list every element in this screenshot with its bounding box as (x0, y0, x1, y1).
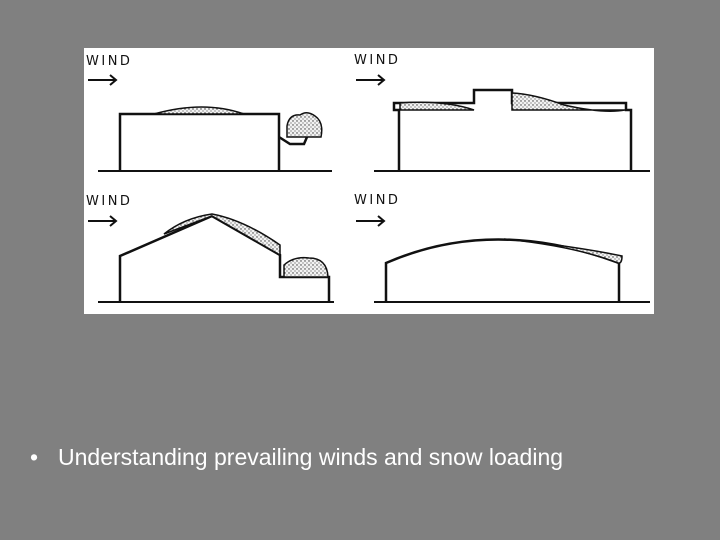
wind-label: WIND (86, 194, 132, 209)
snow-drift (511, 92, 626, 112)
bullet-marker: • (30, 444, 39, 470)
wind-arrow-icon (88, 74, 118, 86)
snow-drift (399, 101, 475, 111)
wind-snow-diagram: WIND WIND W (84, 48, 654, 314)
panel-3: WIND (86, 194, 334, 303)
wind-arrow-icon (88, 215, 118, 227)
snow-drift (283, 256, 329, 278)
bullet-text: Understanding prevailing winds and snow … (58, 444, 564, 470)
snow-drift (153, 106, 245, 115)
panel-1: WIND (86, 54, 332, 172)
panel-2: WIND (354, 53, 650, 172)
wind-arrow-icon (356, 74, 386, 86)
bullet-item: • Understanding prevailing winds and snow… (30, 444, 563, 471)
wind-label: WIND (354, 53, 400, 68)
diagram-svg: WIND WIND W (86, 53, 650, 303)
wind-arrow-icon (356, 215, 386, 227)
wind-label: WIND (354, 193, 400, 208)
wind-label: WIND (86, 54, 132, 69)
snow-drift (163, 213, 281, 257)
building-outline (392, 88, 633, 171)
panel-4: WIND (354, 193, 650, 303)
snow-drift (286, 112, 323, 138)
building-outline (118, 112, 309, 171)
snow-drift (503, 238, 623, 264)
